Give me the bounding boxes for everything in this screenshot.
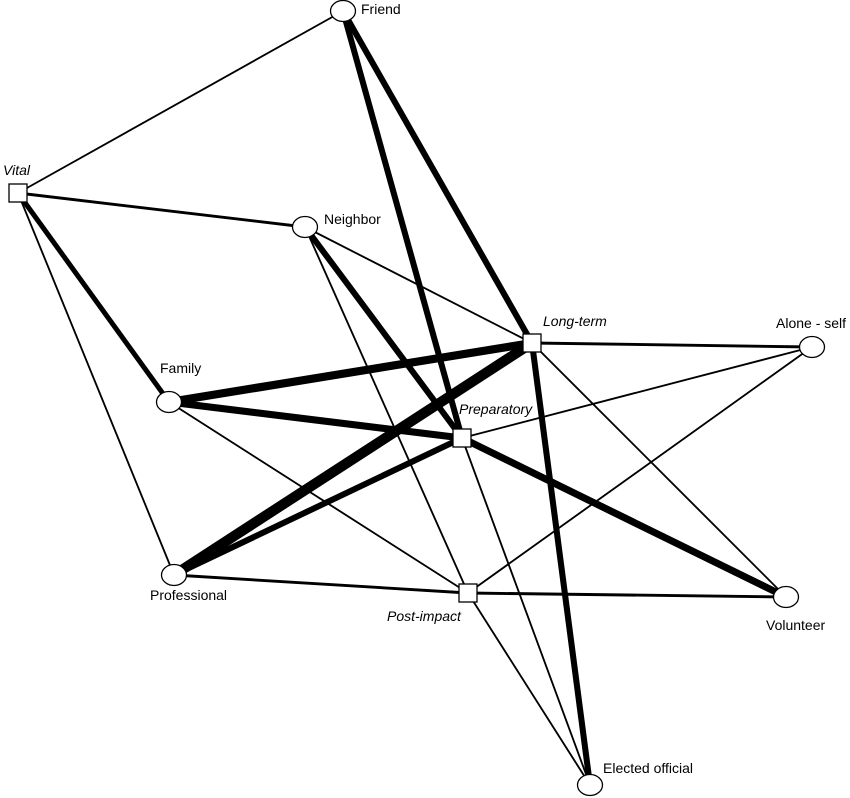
- node-label-vital: Vital: [3, 162, 31, 178]
- edge-preparatory-professional: [170, 434, 466, 579]
- node-circle-icon: [155, 390, 183, 414]
- node-alone-self: Alone - self: [776, 315, 846, 359]
- edge-long-term-professional: [168, 337, 538, 581]
- node-label-long-term: Long-term: [543, 313, 607, 329]
- node-friend: Friend: [329, 0, 401, 23]
- node-preparatory: Preparatory: [452, 401, 533, 448]
- edge-professional-post-impact: [172, 573, 470, 595]
- node-label-neighbor: Neighbor: [324, 211, 381, 227]
- edge-alone-self-post-impact: [467, 346, 813, 594]
- edge-long-term-volunteer: [531, 342, 787, 598]
- node-square-icon: [522, 333, 542, 353]
- edge-family-post-impact: [168, 401, 469, 594]
- edge-post-impact-elected-official: [467, 592, 591, 786]
- node-elected-official: Elected official: [576, 760, 693, 797]
- edge-long-term-family: [164, 338, 537, 407]
- node-label-alone-self: Alone - self: [776, 315, 846, 331]
- node-label-family: Family: [160, 360, 201, 376]
- node-label-post-impact: Post-impact: [387, 608, 462, 624]
- node-family: Family: [155, 360, 201, 414]
- edge-alone-self-preparatory: [461, 346, 813, 439]
- edge-layer: [15, 7, 814, 789]
- node-label-professional: Professional: [150, 587, 227, 603]
- edge-preparatory-elected-official: [461, 437, 591, 786]
- node-circle-icon: [576, 773, 604, 797]
- edge-friend-preparatory: [339, 7, 466, 442]
- edge-vital-neighbor: [16, 191, 307, 229]
- edge-neighbor-post-impact: [304, 226, 469, 594]
- node-square-icon: [8, 183, 28, 203]
- edge-vital-family: [15, 190, 172, 405]
- edge-family-preparatory: [165, 398, 466, 442]
- edge-preparatory-volunteer: [458, 434, 790, 601]
- node-circle-icon: [772, 585, 800, 609]
- edge-long-term-alone-self: [530, 341, 814, 349]
- node-professional: Professional: [150, 563, 227, 603]
- node-circle-icon: [329, 0, 357, 23]
- edge-friend-long-term: [339, 7, 536, 347]
- node-circle-icon: [160, 563, 188, 587]
- node-label-elected-official: Elected official: [603, 760, 693, 776]
- edge-post-impact-volunteer: [466, 591, 788, 599]
- node-neighbor: Neighbor: [291, 211, 381, 239]
- node-label-preparatory: Preparatory: [459, 401, 533, 417]
- node-volunteer: Volunteer: [766, 585, 825, 633]
- node-post-impact: Post-impact: [387, 583, 478, 624]
- edge-neighbor-long-term: [304, 226, 533, 344]
- node-circle-icon: [798, 335, 826, 359]
- node-label-volunteer: Volunteer: [766, 617, 825, 633]
- node-vital: Vital: [3, 162, 31, 203]
- node-square-icon: [452, 428, 472, 448]
- edge-vital-professional: [17, 192, 175, 576]
- node-label-friend: Friend: [361, 1, 401, 17]
- node-square-icon: [458, 583, 478, 603]
- node-circle-icon: [291, 215, 319, 239]
- edge-vital-friend: [17, 10, 344, 194]
- node-long-term: Long-term: [522, 313, 607, 353]
- edge-long-term-elected-official: [528, 339, 594, 789]
